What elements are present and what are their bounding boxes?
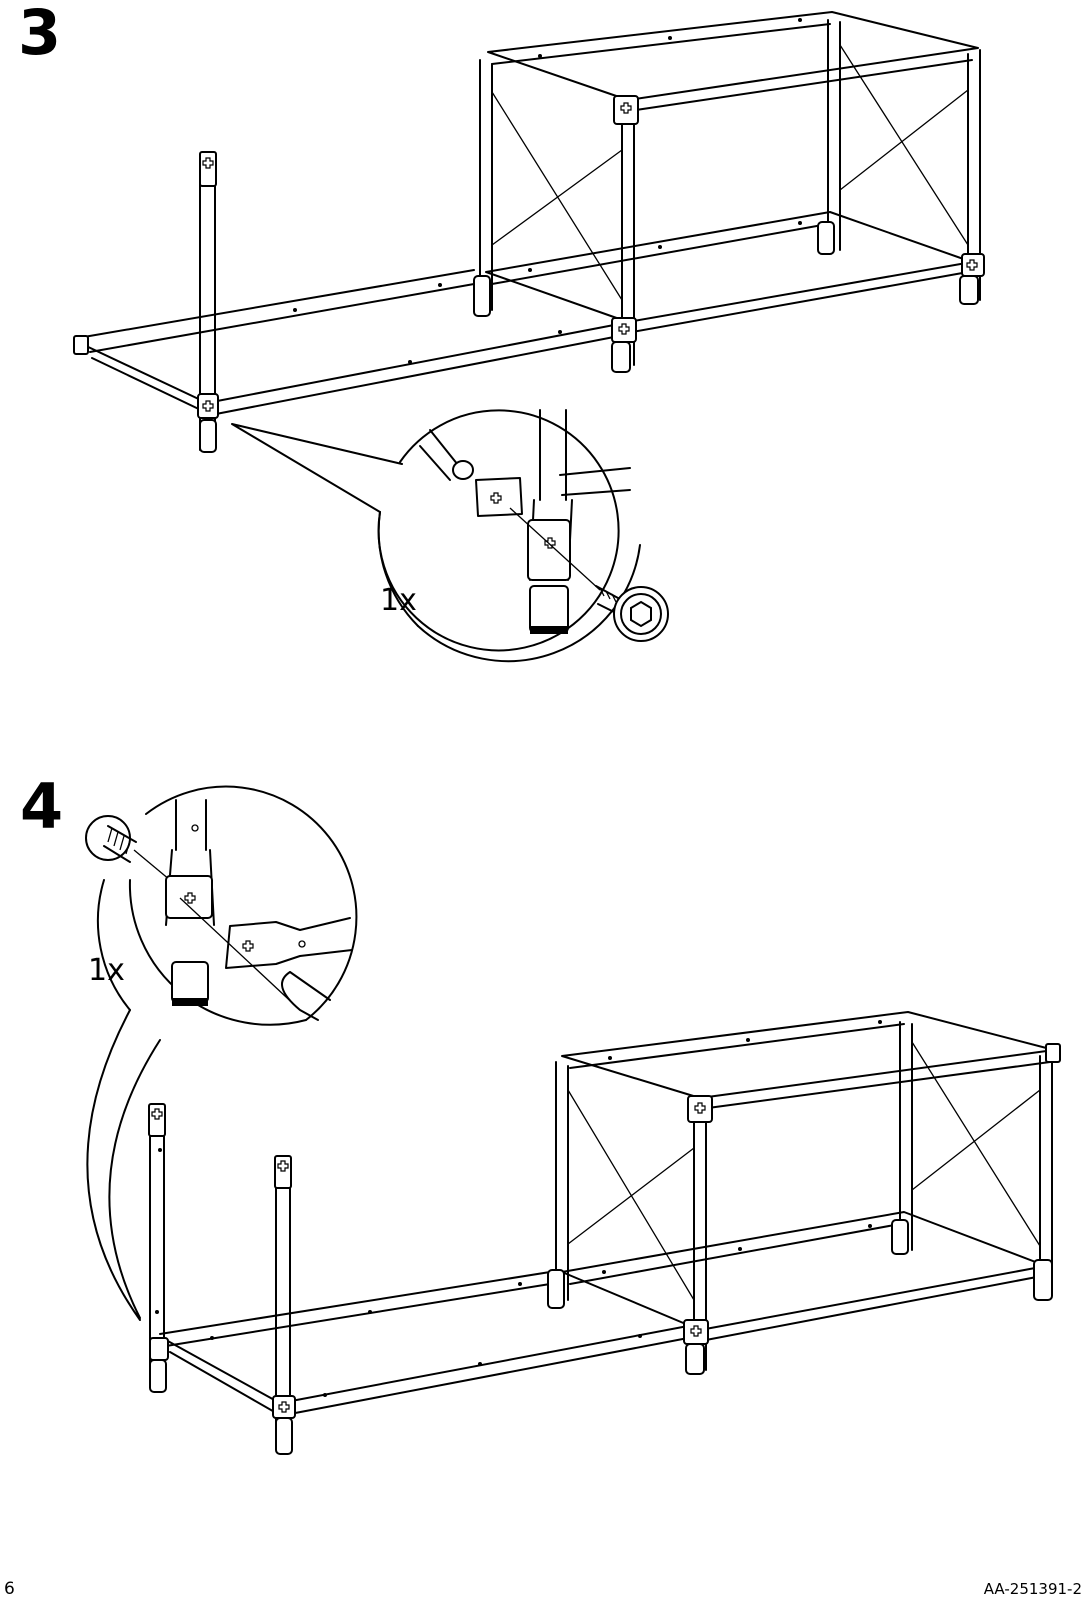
step-3-frame-drawing — [74, 12, 984, 661]
step-4-frame-drawing — [86, 787, 1060, 1454]
hex-socket-screw-icon — [596, 586, 668, 641]
screw-icon — [86, 816, 170, 880]
